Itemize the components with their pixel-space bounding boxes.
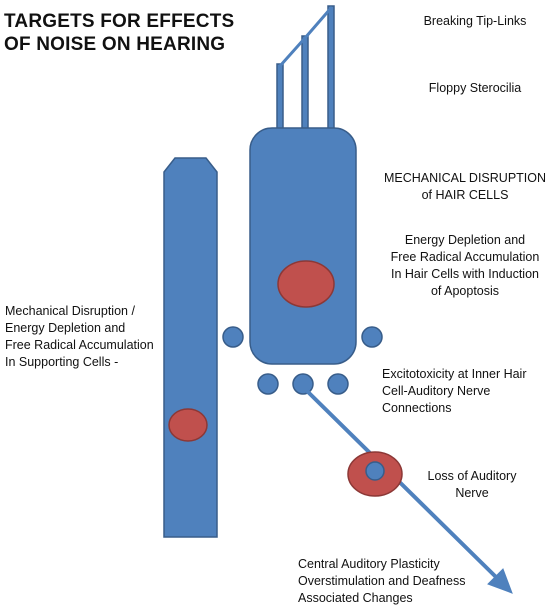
label-excitotoxicity: Excitotoxicity at Inner Hair Cell-Audito… bbox=[382, 366, 550, 417]
nerve-terminal-right bbox=[327, 373, 349, 395]
label-supporting-line-4: In Supporting Cells - bbox=[5, 355, 119, 369]
label-tip-links: Breaking Tip-Links bbox=[405, 13, 545, 30]
hair-cell-nucleus bbox=[277, 260, 335, 308]
hair-cell-body bbox=[249, 127, 357, 365]
label-mechanical-line-2: of HAIR CELLS bbox=[421, 188, 509, 202]
label-central-line-3: Associated Changes bbox=[298, 591, 413, 605]
label-mechanical-line-1: MECHANICAL DISRUPTION bbox=[383, 171, 547, 185]
label-supporting-line-2: Energy Depletion and bbox=[5, 321, 126, 335]
label-energy-line-1: Energy Depletion and bbox=[404, 233, 526, 247]
tip-link-2 bbox=[303, 6, 333, 40]
label-energy-line-2: Free Radical Accumulation bbox=[390, 250, 540, 264]
label-floppy-stereocilia: Floppy Sterocilia bbox=[405, 80, 545, 97]
side-cell-left bbox=[222, 326, 244, 348]
auditory-nerve-arrow bbox=[305, 389, 513, 594]
label-energy-line-3: In Hair Cells with Induction bbox=[391, 267, 539, 281]
label-excito-line-1: Excitotoxicity at Inner Hair bbox=[382, 367, 527, 381]
label-central-plasticity: Central Auditory Plasticity Overstimulat… bbox=[298, 556, 498, 607]
label-supporting-line-1: Mechanical Disruption / bbox=[5, 304, 135, 318]
label-central-line-1: Central Auditory Plasticity bbox=[298, 557, 440, 571]
stereocilium-medium bbox=[301, 35, 309, 131]
label-nerve-line-1: Loss of Auditory bbox=[427, 469, 517, 483]
label-nerve-line-2: Nerve bbox=[455, 486, 489, 500]
nerve-terminal-left bbox=[257, 373, 279, 395]
diagram-title: TARGETS FOR EFFECTS OF NOISE ON HEARING bbox=[4, 10, 254, 56]
label-energy-line-4: of Apoptosis bbox=[430, 284, 500, 298]
label-energy-depletion: Energy Depletion and Free Radical Accumu… bbox=[380, 232, 550, 300]
label-central-line-2: Overstimulation and Deafness bbox=[298, 574, 466, 588]
arrow-head bbox=[487, 568, 513, 594]
title-line-1: TARGETS FOR EFFECTS bbox=[4, 11, 235, 32]
nerve-terminal-middle bbox=[292, 373, 314, 395]
side-cell-right bbox=[361, 326, 383, 348]
auditory-nerve-fiber bbox=[305, 389, 499, 580]
label-floppy-text: Floppy Sterocilia bbox=[428, 81, 522, 95]
label-supporting-cells: Mechanical Disruption / Energy Depletion… bbox=[5, 303, 165, 371]
title-line-2: OF NOISE ON HEARING bbox=[4, 34, 226, 55]
supporting-cell bbox=[163, 157, 218, 538]
label-tip-links-text: Breaking Tip-Links bbox=[423, 14, 527, 28]
stereocilium-short bbox=[276, 63, 284, 131]
label-mechanical-disruption: MECHANICAL DISRUPTION of HAIR CELLS bbox=[380, 170, 550, 204]
stereocilium-tall bbox=[327, 5, 335, 131]
label-supporting-line-3: Free Radical Accumulation bbox=[5, 338, 154, 352]
label-excito-line-2: Cell-Auditory Nerve bbox=[382, 384, 491, 398]
auditory-neuron-nucleus bbox=[365, 461, 385, 481]
tip-link-1 bbox=[278, 36, 307, 68]
label-loss-auditory-nerve: Loss of Auditory Nerve bbox=[412, 468, 532, 502]
stereocilia-bundle bbox=[276, 5, 335, 131]
label-excito-line-3: Connections bbox=[382, 401, 452, 415]
supporting-cell-nucleus bbox=[168, 408, 208, 442]
